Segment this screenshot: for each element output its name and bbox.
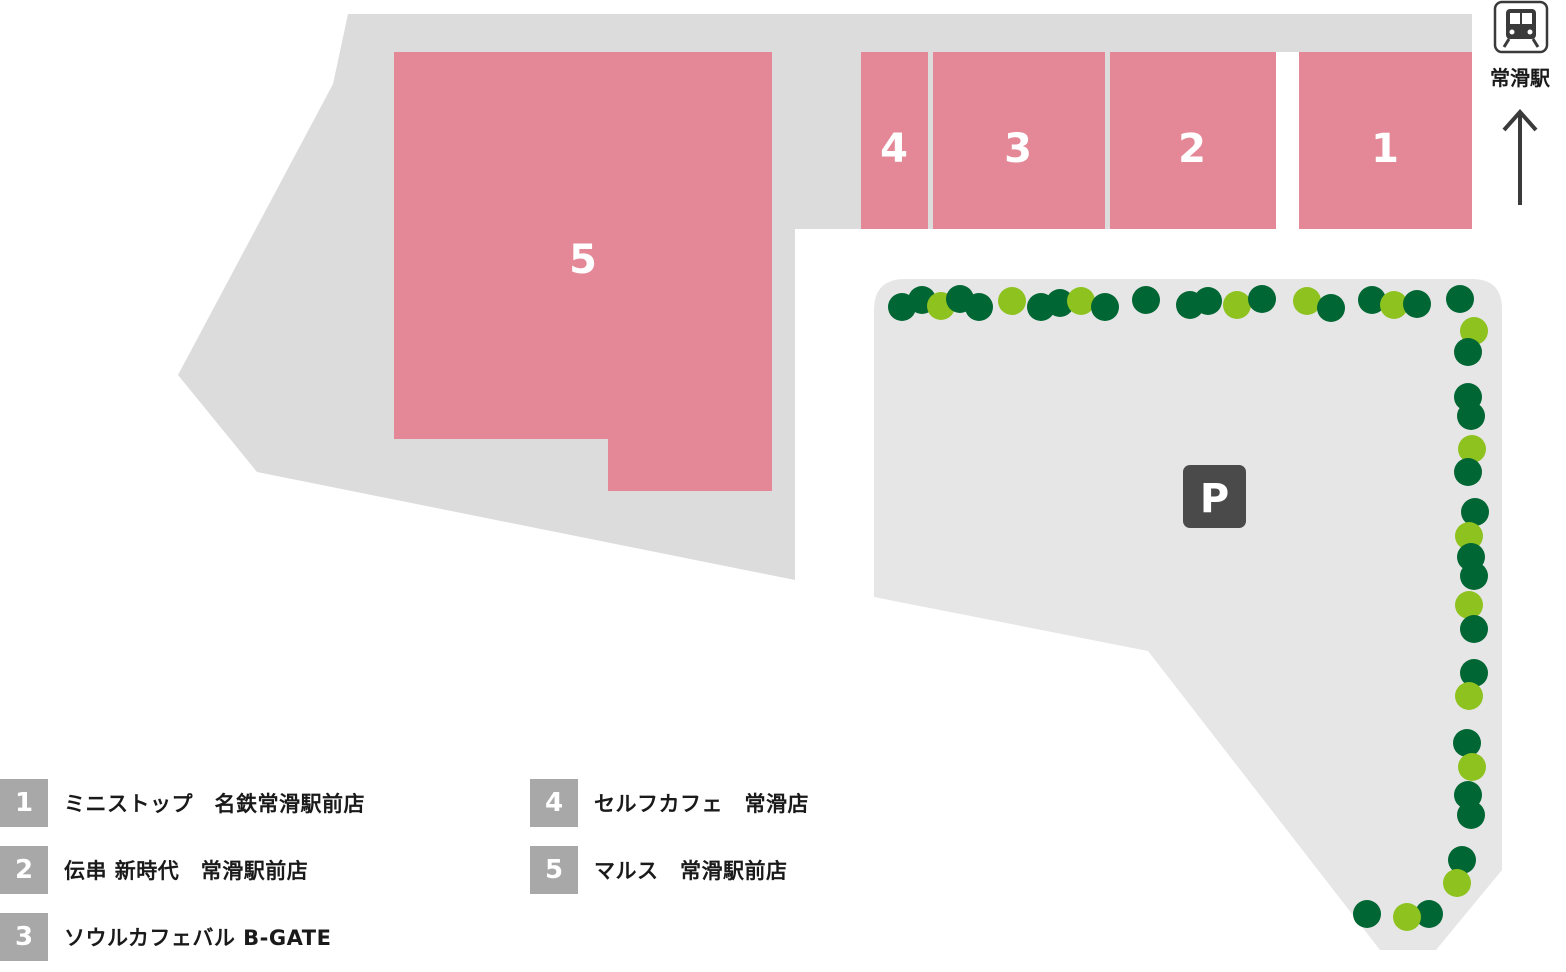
store-label-2: 2 bbox=[1178, 126, 1206, 172]
station-label: 常滑駅 bbox=[1490, 66, 1550, 90]
tree-icon bbox=[1443, 869, 1471, 897]
tree-icon bbox=[1454, 338, 1482, 366]
tree-icon bbox=[1091, 293, 1119, 321]
tree-icon bbox=[1248, 285, 1276, 313]
store-1[interactable] bbox=[1299, 52, 1472, 229]
tree-icon bbox=[1446, 285, 1474, 313]
legend-text: セルフカフェ 常滑店 bbox=[594, 792, 809, 816]
legend-badge: 1 bbox=[0, 779, 48, 827]
legend-badge: 3 bbox=[0, 913, 48, 961]
tree-icon bbox=[1067, 287, 1095, 315]
store-label-5: 5 bbox=[569, 237, 597, 283]
tree-icon bbox=[1453, 729, 1481, 757]
legend-item-4: 4 セルフカフェ 常滑店 bbox=[530, 779, 809, 827]
legend-text: ミニストップ 名鉄常滑駅前店 bbox=[64, 792, 365, 816]
tree-icon bbox=[1380, 291, 1408, 319]
store-label-3: 3 bbox=[1004, 126, 1032, 172]
tree-icon bbox=[1455, 522, 1483, 550]
tree-icon bbox=[1358, 286, 1386, 314]
tree-icon bbox=[1455, 591, 1483, 619]
parking-area bbox=[874, 279, 1502, 950]
legend-item-3: 3 ソウルカフェバル B-GATE bbox=[0, 913, 331, 961]
store-5[interactable] bbox=[394, 52, 772, 491]
tree-icon bbox=[1448, 846, 1476, 874]
tree-icon bbox=[1460, 317, 1488, 345]
legend-text: マルス 常滑駅前店 bbox=[594, 859, 788, 883]
tree-row bbox=[888, 285, 1489, 931]
store-label-4: 4 bbox=[880, 126, 908, 172]
train-icon bbox=[1493, 0, 1549, 54]
legend-badge: 4 bbox=[530, 779, 578, 827]
tree-icon bbox=[1223, 291, 1251, 319]
legend-item-2: 2 伝串 新時代 常滑駅前店 bbox=[0, 846, 308, 894]
tree-icon bbox=[1415, 900, 1443, 928]
tree-icon bbox=[1457, 402, 1485, 430]
tree-icon bbox=[1457, 801, 1485, 829]
tree-icon bbox=[1194, 287, 1222, 315]
tree-icon bbox=[1460, 615, 1488, 643]
legend-badge: 5 bbox=[530, 846, 578, 894]
store-3[interactable] bbox=[933, 52, 1105, 229]
tree-icon bbox=[1403, 290, 1431, 318]
tree-icon bbox=[1455, 682, 1483, 710]
tree-icon bbox=[1317, 294, 1345, 322]
tree-icon bbox=[998, 287, 1026, 315]
tree-icon bbox=[965, 293, 993, 321]
store-2[interactable] bbox=[1110, 52, 1276, 229]
tree-icon bbox=[1458, 753, 1486, 781]
parking-sign-icon: P bbox=[1183, 465, 1246, 528]
tree-icon bbox=[1046, 289, 1074, 317]
legend-text: 伝串 新時代 常滑駅前店 bbox=[64, 859, 309, 883]
tree-icon bbox=[1461, 498, 1489, 526]
tree-icon bbox=[1293, 287, 1321, 315]
tree-icon bbox=[1460, 562, 1488, 590]
legend-badge: 2 bbox=[0, 846, 48, 894]
arrow-up-icon bbox=[1502, 108, 1538, 205]
store-label-1: 1 bbox=[1371, 126, 1399, 172]
tree-icon bbox=[1454, 458, 1482, 486]
tree-icon bbox=[1458, 435, 1486, 463]
tree-icon bbox=[1460, 659, 1488, 687]
legend-item-1: 1 ミニストップ 名鉄常滑駅前店 bbox=[0, 779, 365, 827]
legend-text: ソウルカフェバル B-GATE bbox=[64, 926, 332, 950]
tree-icon bbox=[1353, 900, 1381, 928]
parking-label: P bbox=[1200, 476, 1229, 522]
tree-icon bbox=[1132, 286, 1160, 314]
store-4[interactable] bbox=[861, 52, 928, 229]
legend-item-5: 5 マルス 常滑駅前店 bbox=[530, 846, 788, 894]
tree-icon bbox=[1393, 903, 1421, 931]
